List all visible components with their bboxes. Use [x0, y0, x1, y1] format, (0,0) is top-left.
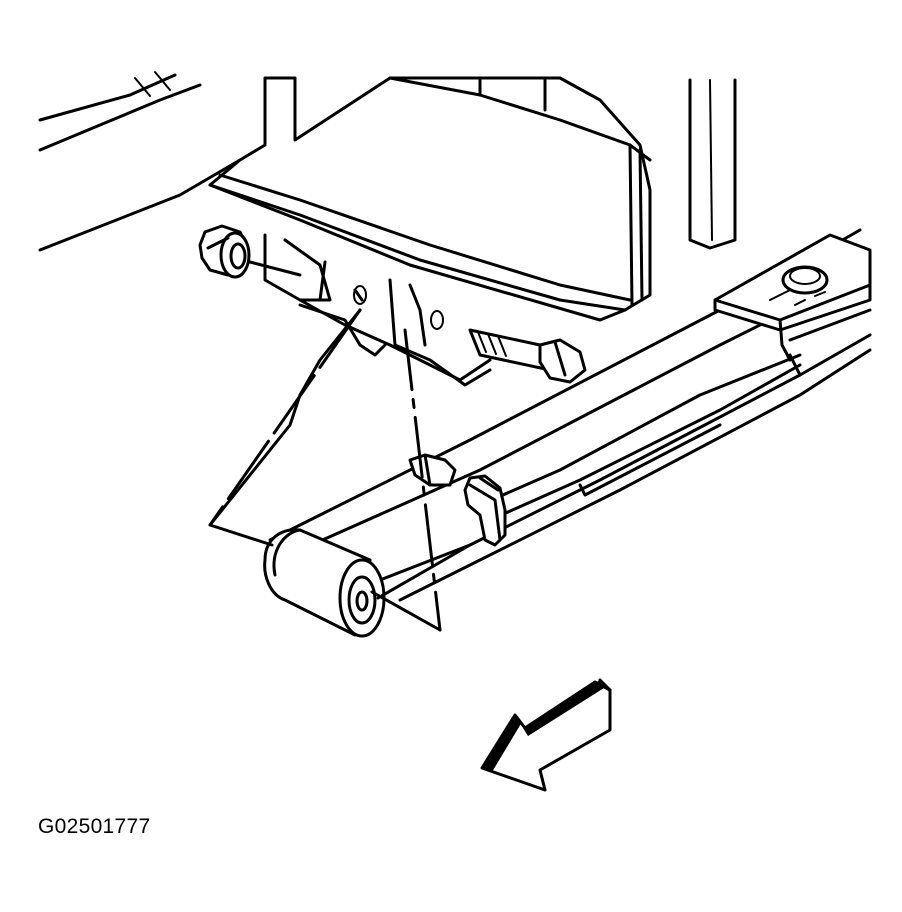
figure-code-label: G02501777: [38, 815, 151, 838]
shackle-hanger-bracket: [263, 233, 492, 387]
shackle-bolt: [248, 260, 587, 384]
frame-rail: [208, 76, 737, 322]
spring-clip: [408, 453, 507, 547]
shackle-nut: [198, 224, 251, 279]
front-arrow-icon: [480, 678, 612, 792]
exploded-view-leader-lines: [208, 308, 442, 632]
leaf-spring: [268, 228, 872, 602]
spring-eye-bushing: [263, 528, 472, 638]
